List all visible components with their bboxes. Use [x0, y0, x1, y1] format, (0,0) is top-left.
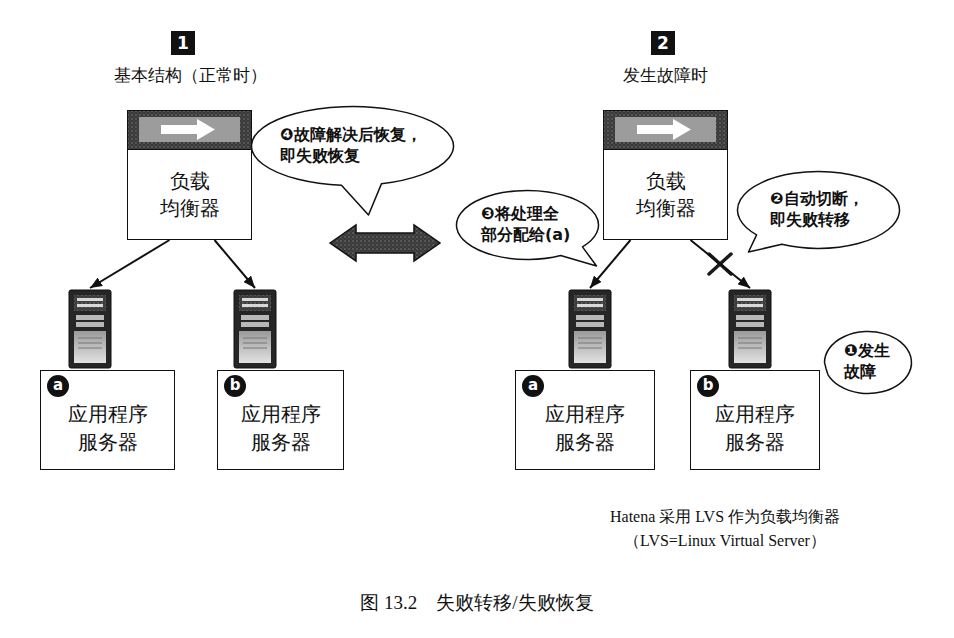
server-letter-disc: a: [522, 375, 544, 397]
server-letter: a: [47, 375, 69, 396]
balancer-bar: [603, 110, 728, 149]
server-icon: [729, 290, 771, 368]
server-frame: a应用程序 服务器: [515, 370, 655, 470]
marker-number: 1: [177, 35, 189, 52]
server-letter-disc: a: [47, 375, 69, 397]
marker-number: 2: [657, 35, 669, 52]
server-icon: [569, 290, 611, 368]
server-letter: b: [224, 375, 246, 396]
note-text: （LVS=Linux Virtual Server）: [624, 531, 826, 552]
server-letter-disc: b: [224, 375, 246, 397]
bubble-outline-path: [456, 191, 598, 267]
step-marker: 2: [651, 31, 675, 55]
bubble-body: ❷自动切断， 即失败转移: [736, 170, 901, 250]
box-label: 负载 均衡器: [159, 168, 221, 222]
connector-arrow: [90, 240, 170, 288]
connector-arrow: [215, 240, 256, 288]
server-frame: a 应用程序 服务器: [40, 370, 175, 470]
server-box: b 应用程序 服务器: [690, 288, 820, 470]
label-panel: 负载 均衡器: [604, 149, 727, 239]
panel-title: 基本结构（正常时）: [114, 64, 267, 87]
callout-bubble: ❹故障解决后恢复， 即失败恢复: [250, 105, 455, 187]
server-box: a应用程序 服务器: [515, 288, 655, 470]
server-frame: b 应用程序 服务器: [217, 370, 344, 470]
bubble-body: ❸将处理全 部分配给(a): [455, 189, 600, 261]
panel-title: 发生故障时: [623, 64, 708, 87]
server-icon: [69, 290, 111, 368]
server-box: b 应用程序 服务器: [217, 288, 344, 470]
step-marker: 1: [171, 31, 195, 55]
server-letter-disc: b: [697, 375, 719, 397]
box-label: 应用程序 服务器: [67, 400, 149, 456]
balancer-bar: [127, 110, 252, 149]
callout-bubble: ❶发生 故障: [823, 330, 913, 395]
box-label: 应用程序 服务器: [544, 400, 626, 456]
label-panel: 负载 均衡器: [128, 149, 251, 239]
callout-bubble: ❸将处理全 部分配给(a): [455, 189, 600, 261]
box-label: 应用程序 服务器: [714, 400, 796, 456]
box-label: 应用程序 服务器: [240, 400, 322, 456]
server-icon: [234, 290, 276, 368]
server-box: a 应用程序 服务器: [40, 288, 175, 470]
server-letter: b: [697, 375, 719, 396]
connector-arrow: [590, 240, 631, 288]
callout-text: ❶发生 故障: [844, 341, 892, 383]
bubble-outline-path: [737, 172, 899, 252]
bubble-outline-path: [251, 107, 453, 215]
box-label: 负载 均衡器: [635, 168, 697, 222]
callout-text: ❷自动切断， 即失败转移: [770, 189, 866, 231]
connector-arrow: [691, 240, 751, 288]
note-text: Hatena 采用 LVS 作为负载均衡器: [610, 507, 840, 528]
load-balancer-box: 负载 均衡器: [127, 110, 252, 240]
bubble-outline-path: [825, 331, 912, 393]
load-balancer-box: 负载 均衡器: [603, 110, 728, 240]
server-letter: a: [522, 375, 544, 396]
figure-caption: 图 13.2 失败转移/失败恢复: [360, 590, 593, 616]
callout-text: ❹故障解决后恢复， 即失败恢复: [280, 125, 424, 167]
callout-text: ❸将处理全 部分配给(a): [481, 204, 573, 246]
callout-bubble: ❷自动切断， 即失败转移: [736, 170, 901, 250]
server-frame: b 应用程序 服务器: [690, 370, 820, 470]
bubble-body: ❹故障解决后恢复， 即失败恢复: [250, 105, 455, 187]
bubble-body: ❶发生 故障: [823, 330, 913, 395]
double-arrow: [330, 225, 440, 261]
